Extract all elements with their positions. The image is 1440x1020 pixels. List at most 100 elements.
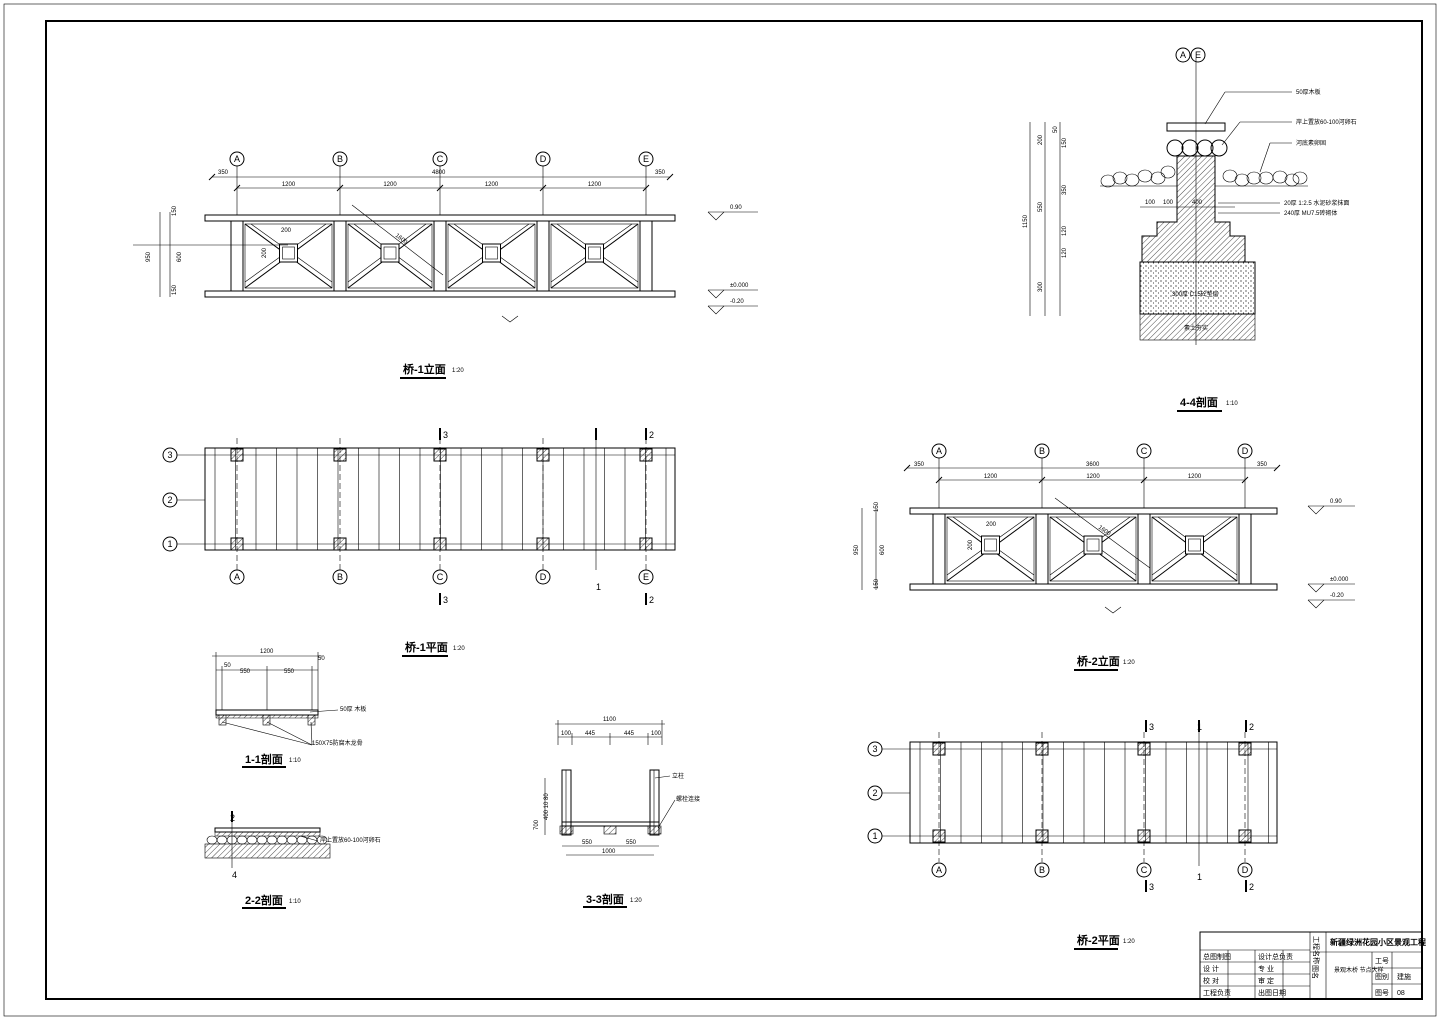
svg-text:350: 350: [914, 462, 925, 468]
svg-text:50: 50: [1053, 126, 1059, 133]
svg-text:300: 300: [1038, 281, 1044, 292]
svg-text:550: 550: [1038, 201, 1044, 212]
tb-company-side: 工程名称: [1312, 936, 1321, 964]
svg-text:400: 400: [1192, 200, 1203, 206]
svg-text:A: A: [936, 446, 942, 456]
b1-plan-row-1: 1: [162, 536, 178, 552]
b1-post-dim: 200: [281, 228, 292, 234]
b1-plan-axis-B: B: [332, 569, 348, 585]
svg-text:600: 600: [880, 544, 886, 555]
b1-bay-dim: 1200: [485, 182, 499, 188]
svg-text:100: 100: [1145, 200, 1156, 206]
tb-row-label: 校 对: [1203, 976, 1219, 985]
svg-text:1:10: 1:10: [289, 899, 301, 905]
svg-text:200: 200: [1038, 134, 1044, 145]
sec44-axis-E: E: [1190, 47, 1206, 63]
b1-bay-dim: 1200: [383, 182, 397, 188]
b2-level-zero: ±0.000 -0.20: [1307, 577, 1355, 609]
b1-post-dim-v: 200: [262, 247, 268, 258]
svg-text:150: 150: [874, 501, 880, 512]
svg-text:D: D: [1242, 865, 1249, 875]
svg-text:桥-1平面: 桥-1平面: [405, 640, 448, 654]
svg-text:1000: 1000: [602, 849, 616, 855]
svg-text:-0.20: -0.20: [1330, 593, 1344, 599]
svg-text:3-3剖面: 3-3剖面: [586, 892, 624, 906]
svg-text:550: 550: [284, 669, 295, 675]
b1-node-block: [380, 243, 400, 263]
b1-height-bottom-dim: 150: [172, 284, 178, 295]
b2-elev-axis-D: D: [1237, 443, 1253, 459]
sec22-title: 2-2剖面 1:10: [242, 893, 301, 909]
b1-level-top: 0.90: [707, 205, 758, 221]
svg-text:4: 4: [232, 870, 237, 880]
tb-row-label: 专 业: [1258, 964, 1274, 973]
b1-level-zero: ±0.000 -0.20: [707, 283, 758, 315]
b1-plan-axis-A: A: [229, 569, 245, 585]
svg-text:400 10 80: 400 10 80: [544, 793, 550, 820]
sec44-soil-note: 河底素卵固: [1296, 139, 1326, 147]
b1-edge-right-dim: 350: [655, 170, 666, 176]
svg-text:445: 445: [624, 731, 635, 737]
sec44-concrete-note: 300厚 C15砼垫层: [1172, 290, 1219, 298]
tb-drawing-label: 图名: [1311, 965, 1320, 979]
svg-text:2: 2: [1249, 882, 1254, 892]
sec44-brick-note: 240厚 MU7.5砖砌体: [1284, 209, 1337, 217]
svg-text:200: 200: [986, 522, 997, 528]
b1-elev-axis-B: B: [332, 151, 348, 167]
svg-text:E: E: [1195, 50, 1201, 60]
sec33-total-dim: 1100: [603, 717, 617, 723]
svg-text:4-4剖面: 4-4剖面: [1180, 395, 1218, 409]
section-2-2: 2 4 岸上置放60-100河卵石 2-2剖面 1:10: [204, 811, 381, 909]
sec11-total-dim: 1200: [260, 649, 274, 655]
svg-text:1:20: 1:20: [453, 646, 465, 652]
svg-text:E: E: [643, 572, 649, 582]
b2-node-block: [981, 535, 1000, 555]
svg-text:B: B: [337, 572, 343, 582]
svg-text:3: 3: [1149, 722, 1154, 732]
b1-section-3-marks: 3 3: [439, 428, 448, 605]
b2-post: [1137, 513, 1151, 585]
svg-text:-0.20: -0.20: [730, 299, 744, 305]
svg-text:B: B: [1039, 446, 1045, 456]
svg-text:50: 50: [318, 656, 325, 662]
sheet-frame: [45, 20, 1423, 1000]
svg-text:200: 200: [968, 539, 974, 550]
b2-plan-axis-C: C: [1136, 862, 1152, 878]
svg-text:1: 1: [167, 539, 172, 549]
section-3-3: 1100 100 445 445 100 700 400 10 80 立柱 螺栓…: [534, 717, 700, 908]
svg-text:0.90: 0.90: [1330, 499, 1342, 505]
sec44-mortar-note: 20厚 1:2.5 水泥砂浆抹面: [1284, 199, 1349, 207]
tb-row-label: 设计总负责: [1258, 952, 1293, 961]
sec11-board-note: 50厚 木板: [340, 705, 366, 713]
svg-text:C: C: [1141, 865, 1148, 875]
section-1-1: 1200 50 550 550 50 50厚 木板 150X75防腐木龙骨 1-…: [212, 649, 366, 768]
b2-plan-axis-B: B: [1034, 862, 1050, 878]
tb-row-label: 审 定: [1258, 976, 1274, 985]
b1-post: [433, 220, 447, 292]
b2-plan-row-3: 3: [867, 741, 883, 757]
b1-post: [333, 220, 347, 292]
b1-node-block: [585, 243, 604, 263]
svg-text:2: 2: [230, 813, 235, 823]
svg-text:桥-1立面: 桥-1立面: [403, 362, 446, 376]
svg-text:100: 100: [561, 731, 572, 737]
b1-elev-axis-A: A: [229, 151, 245, 167]
svg-text:2: 2: [1249, 722, 1254, 732]
b2-post: [932, 513, 946, 585]
svg-text:0.90: 0.90: [730, 205, 742, 211]
svg-text:1:10: 1:10: [1226, 401, 1238, 407]
b1-total-dim: 4800: [432, 170, 446, 176]
svg-text:1:10: 1:10: [289, 758, 301, 764]
svg-text:A: A: [234, 572, 240, 582]
svg-text:100: 100: [651, 731, 662, 737]
svg-text:2-2剖面: 2-2剖面: [245, 893, 283, 907]
svg-text:D: D: [540, 154, 547, 164]
b1-post: [639, 220, 653, 292]
svg-text:C: C: [437, 572, 444, 582]
svg-text:A: A: [1180, 50, 1186, 60]
b2-node-block: [1083, 535, 1103, 555]
svg-text:150: 150: [1062, 137, 1068, 148]
